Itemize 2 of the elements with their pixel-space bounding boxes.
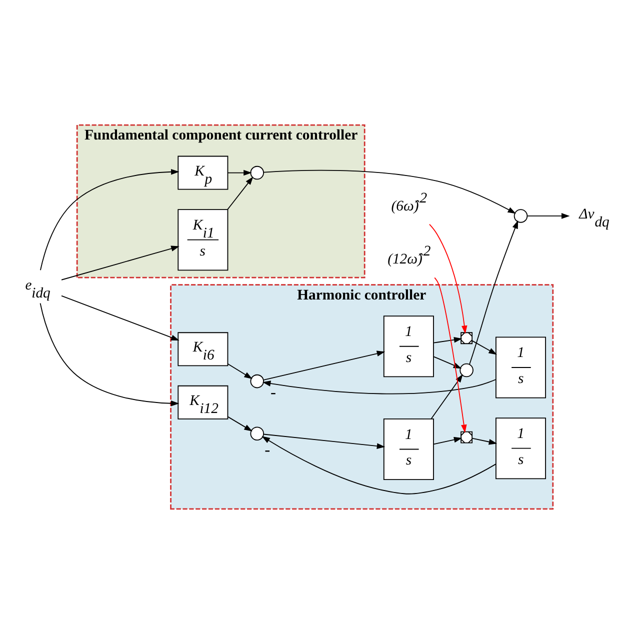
edge-label: - [270, 382, 276, 402]
edge-label: - [264, 439, 270, 458]
